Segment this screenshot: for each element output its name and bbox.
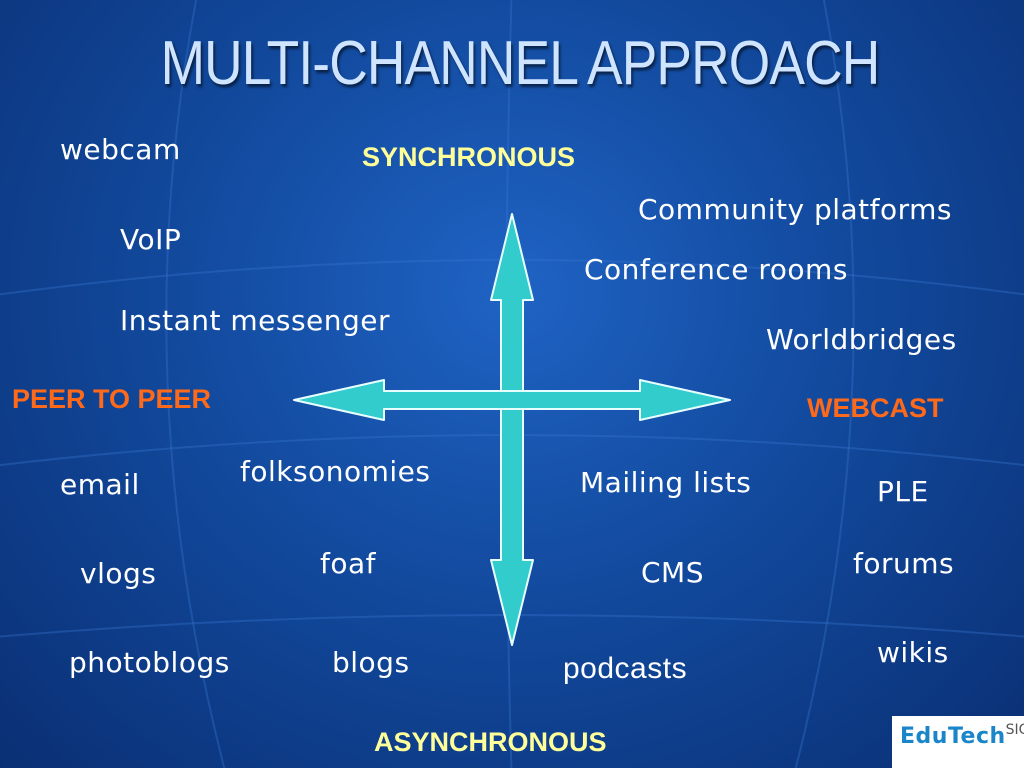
item-webcam: webcam <box>60 133 181 166</box>
axis-label-asynchronous: ASYNCHRONOUS <box>374 727 607 757</box>
edutech-sig-logo: EduTechSIG <box>892 716 1024 768</box>
item-voip: VoIP <box>120 223 182 256</box>
axis-label-peer-to-peer: PEER TO PEER <box>12 384 212 414</box>
item-conference-rooms: Conference rooms <box>584 253 848 286</box>
item-forums: forums <box>853 547 955 580</box>
item-ple: PLE <box>877 475 929 508</box>
item-blogs: blogs <box>332 646 410 679</box>
item-folksonomies: folksonomies <box>240 455 431 488</box>
item-wikis: wikis <box>877 636 949 669</box>
item-mailing-lists: Mailing lists <box>580 466 752 499</box>
slide-title: MULTI-CHANNEL APPROACH <box>160 29 881 98</box>
logo-sup-text: SIG <box>1005 722 1024 738</box>
item-photoblogs: photoblogs <box>69 646 230 679</box>
logo-main-text: EduTech <box>900 724 1006 749</box>
axis-label-webcast: WEBCAST <box>807 393 944 423</box>
item-instant-messenger: Instant messenger <box>120 304 391 337</box>
horizontal-double-arrow <box>293 379 731 421</box>
item-worldbridges: Worldbridges <box>766 323 957 356</box>
item-cms: CMS <box>641 556 704 589</box>
item-email: email <box>60 468 140 501</box>
item-vlogs: vlogs <box>80 557 157 590</box>
vertical-double-arrow <box>490 213 534 646</box>
axis-label-synchronous: SYNCHRONOUS <box>362 142 576 172</box>
item-podcasts: podcasts <box>563 652 688 685</box>
item-community-platforms: Community platforms <box>638 193 953 226</box>
item-foaf: foaf <box>320 547 377 580</box>
